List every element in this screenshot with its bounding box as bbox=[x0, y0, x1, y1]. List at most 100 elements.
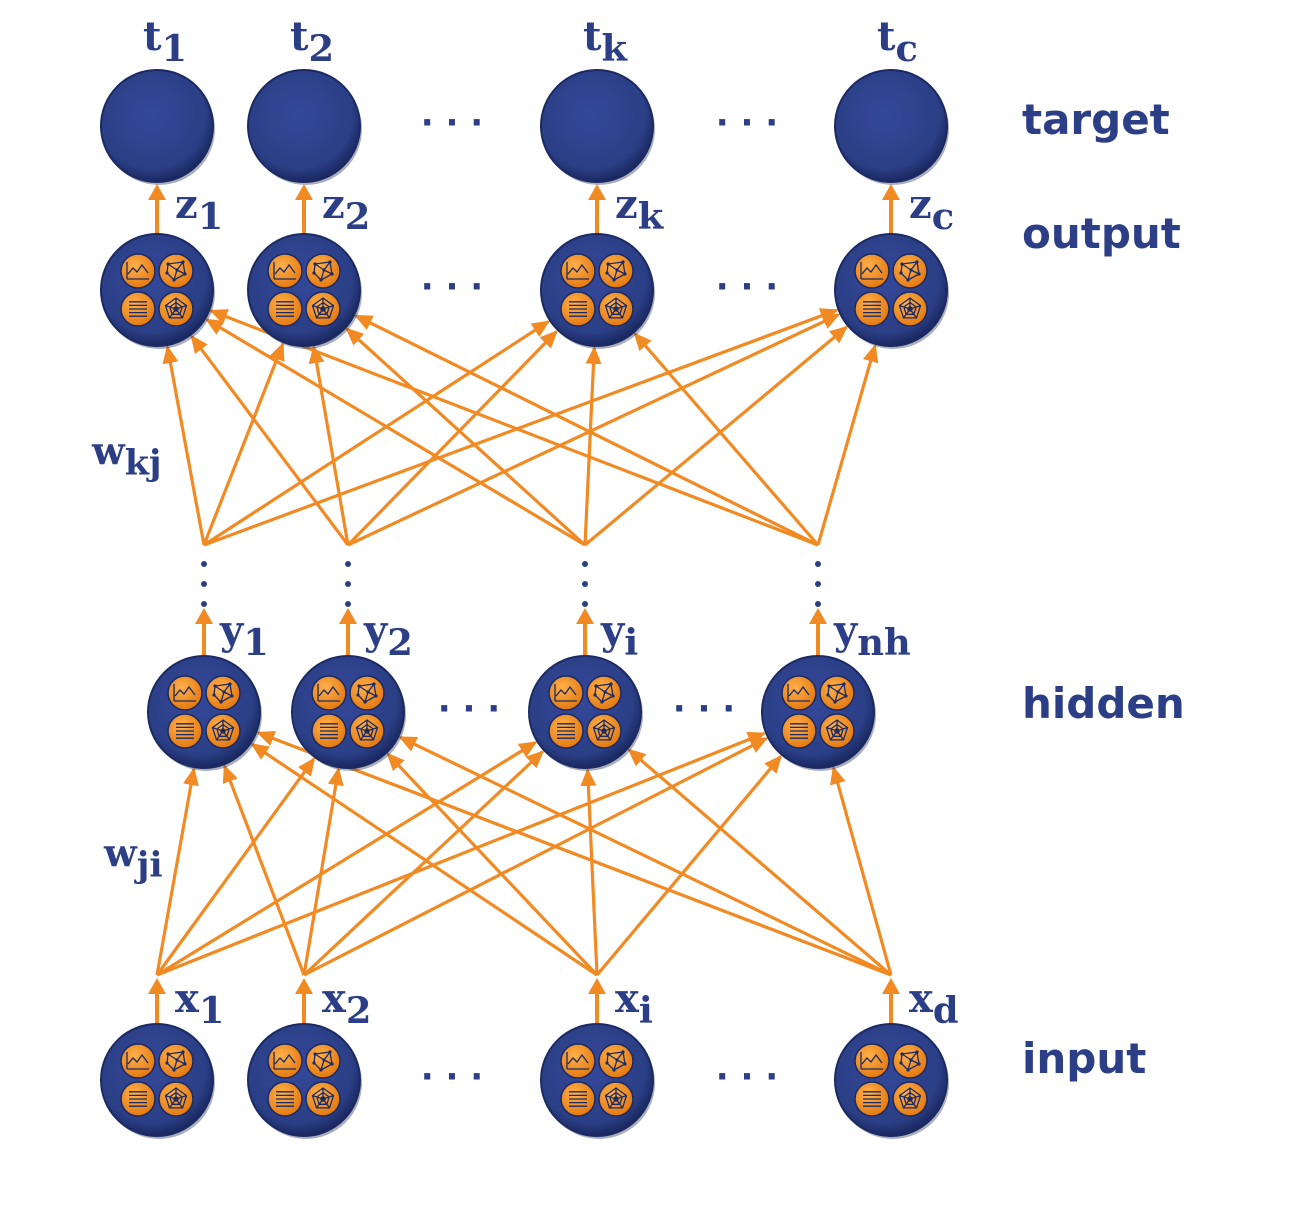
output-to-target-arrow-1-head bbox=[148, 184, 166, 200]
edge-hidden1-to-output2 bbox=[202, 342, 285, 546]
target-ellipsis-right: · · · bbox=[716, 103, 778, 143]
vertical-ellipsis-dot bbox=[582, 601, 588, 607]
vertical-ellipsis-dot bbox=[582, 561, 588, 567]
edge-hidden4-to-output4 bbox=[816, 343, 879, 546]
edge-input1-to-hidden4 bbox=[156, 731, 766, 977]
activation-arrows bbox=[148, 184, 900, 1024]
input-label-2: x2 bbox=[322, 975, 371, 1032]
vertical-ellipsis-dot bbox=[345, 581, 351, 587]
target-ellipsis-left: · · · bbox=[421, 103, 483, 143]
input-ellipsis-left: · · · bbox=[421, 1057, 483, 1097]
hidden-label-1: y1 bbox=[219, 607, 269, 664]
input-layer-label: input bbox=[1022, 1034, 1146, 1083]
output-ellipsis-right: · · · bbox=[716, 267, 778, 307]
hidden-output-arrow-4-head bbox=[809, 608, 827, 624]
output-label-4: zc bbox=[909, 181, 954, 238]
target-layer-label: target bbox=[1022, 95, 1170, 144]
output-label-2: z2 bbox=[322, 181, 370, 238]
output-node-3 bbox=[540, 233, 655, 349]
edge-hidden2-to-output2 bbox=[308, 345, 350, 546]
target-label-1: t1 bbox=[143, 13, 187, 70]
vertical-ellipsis-dot bbox=[345, 601, 351, 607]
edge-input2-to-hidden3 bbox=[302, 750, 545, 977]
edge-input3-to-hidden3 bbox=[580, 767, 599, 976]
hidden-node-1 bbox=[147, 655, 262, 771]
input-label-3: xi bbox=[615, 975, 653, 1032]
hidden-node-4 bbox=[761, 655, 876, 771]
input-node-1 bbox=[100, 1023, 215, 1139]
output-to-target-arrow-2-head bbox=[295, 184, 313, 200]
output-label-1: z1 bbox=[175, 181, 223, 238]
edge-hidden4-to-output3 bbox=[633, 332, 820, 547]
edge-input1-to-hidden1 bbox=[155, 767, 199, 976]
label-layer: · · ·· · ·· · ·· · ·· · ·· · ·· · ·· · ·… bbox=[91, 13, 1185, 1097]
input-ellipsis-right: · · · bbox=[716, 1057, 778, 1097]
target-label-2: t2 bbox=[290, 13, 334, 70]
edge-input2-to-hidden1 bbox=[222, 764, 306, 976]
edge-hidden3-to-output4 bbox=[583, 325, 848, 547]
output-node-2 bbox=[247, 233, 362, 349]
edge-hidden1-to-output3 bbox=[203, 320, 551, 547]
target-node-1 bbox=[100, 69, 215, 185]
edge-hidden1-to-output4 bbox=[203, 308, 839, 547]
target-node-3 bbox=[540, 69, 655, 185]
weight-label-ji: wji bbox=[103, 830, 163, 886]
input-output-arrow-4-head bbox=[882, 978, 900, 994]
weight-label-kj: wkj bbox=[91, 428, 162, 484]
hidden-ellipsis-right: · · · bbox=[673, 689, 735, 729]
edge-input4-to-hidden3 bbox=[627, 748, 893, 977]
vertical-ellipsis-dot bbox=[201, 581, 207, 587]
edge-input4-to-hidden4 bbox=[830, 765, 893, 976]
edge-input1-to-hidden3 bbox=[156, 741, 538, 977]
vertical-ellipsis-dot bbox=[815, 581, 821, 587]
hidden-node-2 bbox=[291, 655, 406, 771]
input-node-4 bbox=[834, 1023, 949, 1139]
target-label-3: tk bbox=[583, 13, 628, 70]
input-output-arrow-1-head bbox=[148, 978, 166, 994]
connection-edges bbox=[155, 308, 893, 977]
edge-hidden1-to-output1 bbox=[162, 345, 206, 546]
edge-input4-to-hidden1 bbox=[256, 730, 892, 977]
node-layer bbox=[100, 69, 949, 1139]
input-node-2 bbox=[247, 1023, 362, 1139]
hidden-label-3: yi bbox=[600, 607, 638, 664]
edge-hidden4-to-output2 bbox=[354, 314, 819, 547]
edge-input3-to-hidden2 bbox=[386, 752, 599, 977]
edge-input2-to-hidden4 bbox=[303, 736, 769, 977]
edge-input3-to-hidden1 bbox=[250, 742, 598, 977]
edge-hidden3-to-output1 bbox=[205, 318, 586, 547]
vertical-ellipsis-dot bbox=[582, 581, 588, 587]
vertical-ellipsis-dot bbox=[201, 561, 207, 567]
edge-hidden2-to-output4 bbox=[347, 313, 841, 547]
edge-input4-to-hidden2 bbox=[398, 735, 892, 977]
output-node-1 bbox=[100, 233, 215, 349]
vertical-ellipsis-dot bbox=[815, 561, 821, 567]
edge-hidden2-to-output3 bbox=[346, 330, 558, 547]
input-output-arrow-3-head bbox=[588, 978, 606, 994]
vertical-ellipsis-dot bbox=[345, 561, 351, 567]
edge-hidden3-to-output3 bbox=[583, 345, 602, 546]
edge-input3-to-hidden4 bbox=[595, 754, 782, 977]
edge-input2-to-hidden2 bbox=[302, 767, 344, 976]
edge-hidden3-to-output2 bbox=[345, 327, 587, 547]
vertical-ellipsis-dot bbox=[201, 601, 207, 607]
input-output-arrow-2-head bbox=[295, 978, 313, 994]
edge-hidden4-to-output1 bbox=[209, 309, 819, 547]
output-to-target-arrow-3-head bbox=[588, 184, 606, 200]
edge-hidden2-to-output1 bbox=[190, 334, 350, 546]
edge-input1-to-hidden2 bbox=[155, 757, 316, 976]
hidden-node-3 bbox=[528, 655, 643, 771]
hidden-output-arrow-1-head bbox=[195, 608, 213, 624]
input-node-3 bbox=[540, 1023, 655, 1139]
hidden-label-2: y2 bbox=[363, 607, 413, 664]
hidden-label-4: ynh bbox=[833, 607, 911, 664]
hidden-output-arrow-3-head bbox=[576, 608, 594, 624]
target-node-2 bbox=[247, 69, 362, 185]
output-label-3: zk bbox=[615, 181, 665, 238]
input-label-4: xd bbox=[909, 975, 959, 1032]
output-ellipsis-left: · · · bbox=[421, 267, 483, 307]
target-node-4 bbox=[834, 69, 949, 185]
output-to-target-arrow-4-head bbox=[882, 184, 900, 200]
